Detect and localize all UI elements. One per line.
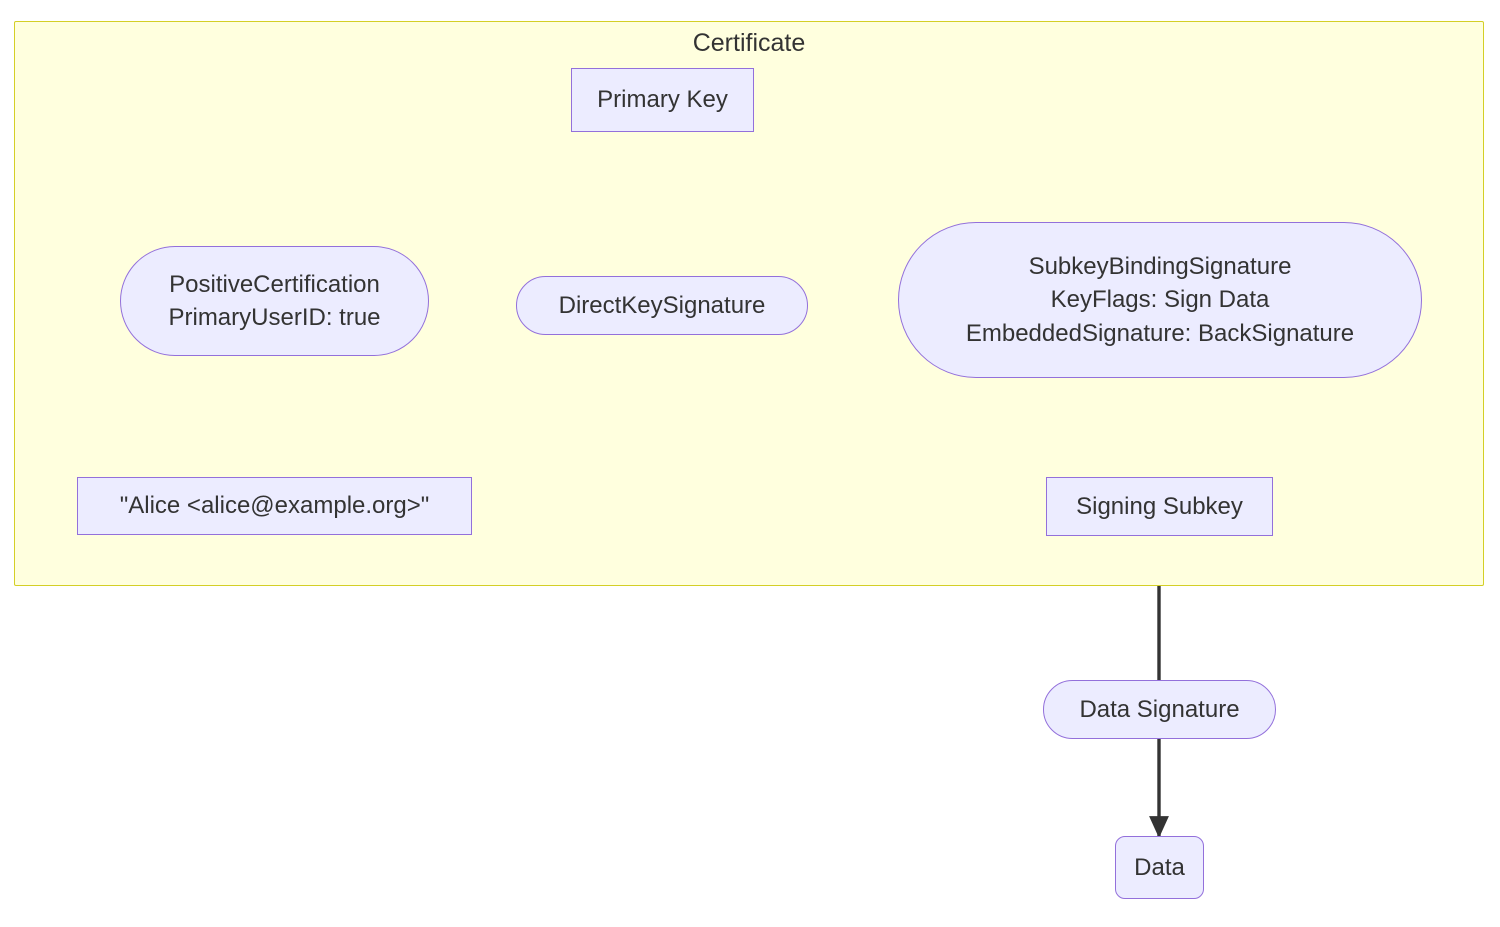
node-signing-subkey[interactable]: Signing Subkey <box>1046 477 1273 536</box>
node-label-user-id: "Alice <alice@example.org>" <box>119 492 430 520</box>
node-label-direct-key-signature: DirectKeySignature <box>558 291 766 319</box>
subgraph-certificate-label: Certificate <box>692 29 806 57</box>
node-label-positive-certification: PositiveCertification PrimaryUserID: tru… <box>168 270 381 331</box>
node-label-primary-key: Primary Key <box>597 86 728 114</box>
node-user-id[interactable]: "Alice <alice@example.org>" <box>77 477 472 535</box>
node-data-signature[interactable]: Data Signature <box>1043 680 1276 739</box>
node-label-subkey-binding-signature: SubkeyBindingSignature KeyFlags: Sign Da… <box>965 253 1355 347</box>
node-label-data-signature: Data Signature <box>1079 695 1240 723</box>
node-label-signing-subkey: Signing Subkey <box>1076 492 1243 520</box>
node-label-data: Data <box>1134 853 1185 881</box>
node-positive-certification[interactable]: PositiveCertification PrimaryUserID: tru… <box>120 246 429 356</box>
node-data[interactable]: Data <box>1115 836 1204 899</box>
node-primary-key[interactable]: Primary Key <box>571 68 754 132</box>
node-direct-key-signature[interactable]: DirectKeySignature <box>516 276 808 335</box>
node-subkey-binding-signature[interactable]: SubkeyBindingSignature KeyFlags: Sign Da… <box>898 222 1422 378</box>
